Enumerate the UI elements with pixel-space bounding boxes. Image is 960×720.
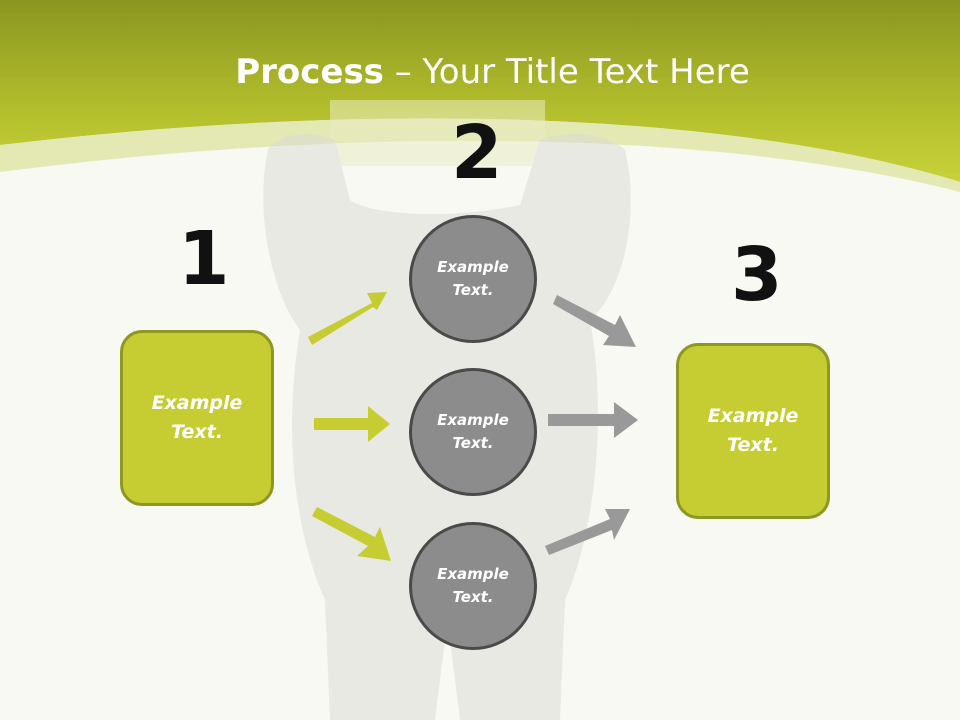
green-arrows xyxy=(308,292,391,561)
step-number-1: 1 xyxy=(178,216,230,302)
arrow-up-right xyxy=(308,292,387,345)
process-circle-middle: Example Text. xyxy=(409,368,537,496)
gray-arrows xyxy=(545,295,638,555)
process-circle-top: Example Text. xyxy=(409,215,537,343)
step-number-3: 3 xyxy=(731,232,783,318)
slide-title: Process – Your Title Text Here xyxy=(0,52,960,92)
arrow-right-gray xyxy=(548,402,638,438)
title-rest: – Your Title Text Here xyxy=(383,52,750,92)
arrow-down-right-gray xyxy=(553,295,636,347)
step-1-box: Example Text. xyxy=(120,330,274,506)
step-number-2: 2 xyxy=(451,110,503,196)
step-3-box: Example Text. xyxy=(676,343,830,519)
arrow-right xyxy=(314,406,390,442)
title-bold: Process xyxy=(235,52,384,92)
arrow-down-right xyxy=(312,507,391,561)
arrow-up-right-gray xyxy=(545,509,630,555)
header-swoosh xyxy=(0,118,960,192)
process-circle-bottom: Example Text. xyxy=(409,522,537,650)
header-band xyxy=(0,0,960,182)
